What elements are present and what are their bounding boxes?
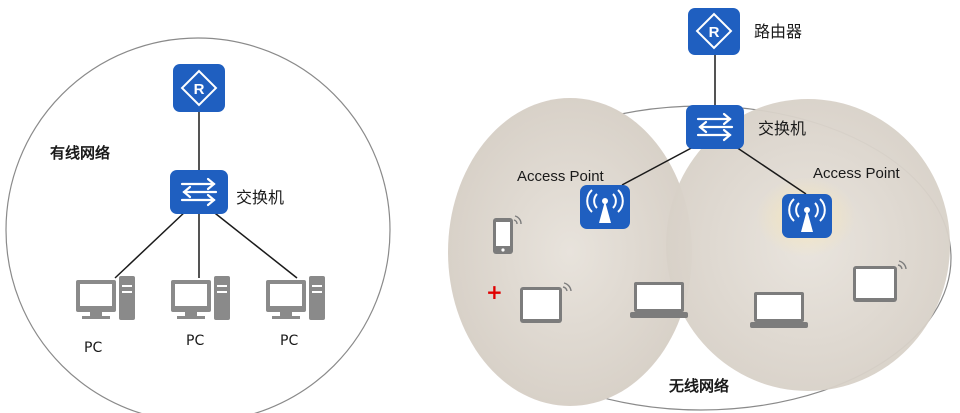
- wired-network-title: 有线网络: [50, 144, 110, 162]
- ap-label-2: Access Point: [813, 165, 901, 182]
- marker-plus: +: [486, 280, 503, 304]
- link-switch-ap-2: [732, 144, 807, 195]
- access-point-icon: [782, 194, 832, 238]
- laptop-icon: [630, 282, 688, 318]
- wireless-network-title: 无线网络: [668, 377, 729, 395]
- switch-icon: [170, 170, 228, 214]
- access-point-icon: [580, 185, 630, 229]
- tablet-icon: [520, 282, 572, 323]
- switch-icon: [686, 105, 744, 149]
- desktop-pc-icon: [266, 276, 325, 320]
- phone-icon: [493, 215, 522, 254]
- svg-text:R: R: [709, 24, 720, 41]
- pc-label-1: PC: [84, 340, 102, 356]
- wireless-switch-label: 交换机: [758, 119, 806, 138]
- wired-network-boundary: [5, 37, 391, 413]
- router-label: 路由器: [754, 22, 802, 41]
- ap-coverage-area-1: [448, 98, 692, 406]
- laptop-icon: [750, 292, 808, 328]
- svg-text:R: R: [194, 81, 205, 98]
- pc-label-2: PC: [186, 333, 204, 349]
- router-icon: R: [173, 64, 225, 112]
- wired-network-panel: 有线网络 R 交换机: [5, 37, 391, 413]
- tablet-icon: [853, 260, 907, 302]
- wireless-network-panel: 无线网络 R 路由器 交换机 Access Point: [448, 8, 952, 411]
- ap-label-1: Access Point: [517, 168, 605, 185]
- router-icon: R: [688, 8, 740, 55]
- desktop-pc-icon: [76, 276, 135, 320]
- desktop-pc-icon: [171, 276, 230, 320]
- link-switch-pc-3: [210, 209, 298, 279]
- pc-label-3: PC: [280, 333, 298, 349]
- link-switch-ap-1: [621, 144, 698, 186]
- wired-switch-label: 交换机: [236, 188, 284, 207]
- link-switch-pc-1: [114, 209, 188, 279]
